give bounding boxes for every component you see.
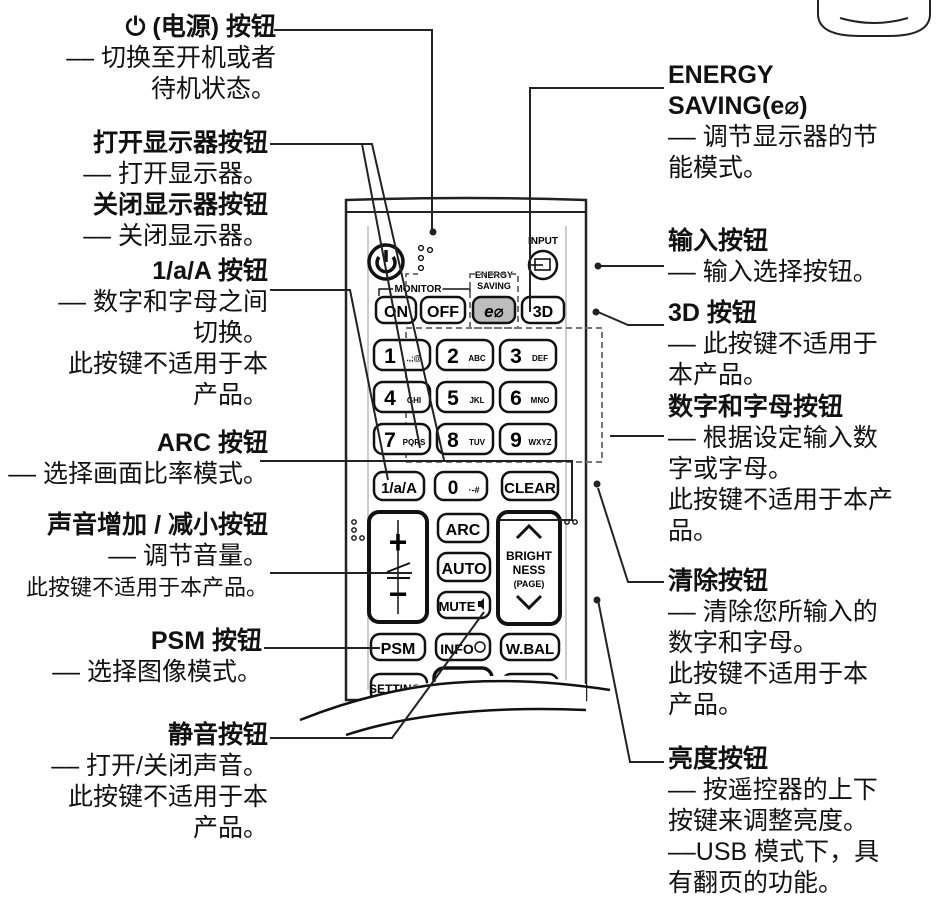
svg-text:BRIGHT: BRIGHT (506, 549, 553, 563)
number-4-digit: 4 (384, 387, 396, 410)
toggle-1aA-label: 1/a/A 按钮 –– 数字和字母之间 切换。 此按键不适用于本 产品。 (58, 257, 268, 409)
psm-button[interactable]: PSM (369, 632, 427, 662)
psm-label: PSM 按钮 –– 选择图像模式。 (52, 627, 262, 686)
brightness-label: 亮度按钮 –– 按遥控器的上下 按键来调整亮度。 ––USB 模式下，具 有翻页… (668, 745, 880, 897)
power-label-title: ⏻ (电源) 按钮 (125, 13, 276, 41)
svg-text:·-#: ·-# (469, 485, 480, 495)
number-6-button[interactable]: 6 MNO (498, 380, 558, 414)
number-2-button[interactable]: 2 ABC (435, 338, 495, 372)
cut-line (299, 679, 611, 722)
number-4-button[interactable]: 4 GHI (372, 380, 432, 414)
power-label: ⏻ (电源) 按钮 –– 切换至开机或者 待机状态。 (0, 12, 276, 105)
mute-button[interactable]: MUTE (436, 590, 492, 620)
svg-text:OFF: OFF (427, 304, 459, 321)
svg-text:NESS: NESS (513, 563, 546, 577)
number-9-letters: WXYZ (528, 438, 551, 447)
volume-down-button: − (389, 576, 408, 612)
number-1-letters: .,;@ (407, 354, 422, 363)
energy-saving-button[interactable]: e⌀ (471, 295, 517, 325)
number-8-button[interactable]: 8 TUV (435, 422, 495, 456)
svg-text:AUTO: AUTO (441, 561, 486, 578)
leader-lines (260, 29, 664, 763)
number-8-letters: TUV (469, 438, 486, 447)
monitor-off-label: 关闭显示器按钮 –– 关闭显示器。 (83, 191, 268, 250)
svg-text:e⌀: e⌀ (484, 302, 504, 321)
volume-up-button: + (389, 524, 408, 560)
number-keys-label: 数字和字母按钮 –– 根据设定输入数 字或字母。 此按键不适用于本产 品。 (668, 393, 894, 545)
volume-label: 声音增加 / 减小按钮 –– 调节音量。 此按键不适用于本产品。 (25, 511, 268, 600)
volume-rocker[interactable]: + − (367, 510, 429, 624)
arc-button[interactable]: ARC (436, 512, 490, 544)
auto-button[interactable]: AUTO (436, 551, 492, 583)
brightness-rocker[interactable]: BRIGHT NESS (PAGE) (496, 510, 562, 626)
svg-text:PSM: PSM (381, 641, 416, 658)
number-2-letters: ABC (468, 354, 486, 363)
number-7-letters: PQRS (403, 438, 426, 447)
svg-text:0: 0 (448, 478, 459, 499)
svg-text:ON: ON (384, 304, 408, 321)
info-button[interactable]: INFO (434, 632, 492, 662)
number-6-letters: MNO (531, 396, 550, 405)
number-5-digit: 5 (447, 387, 459, 410)
number-9-button[interactable]: 9 WXYZ (498, 422, 558, 456)
number-0-button[interactable]: 0 ·-# (433, 470, 489, 502)
clear-button[interactable]: CLEAR (500, 470, 560, 502)
number-3-digit: 3 (510, 345, 522, 368)
input-label: INPUT (528, 236, 558, 247)
number-5-letters: JKL (469, 396, 484, 405)
clear-label: 清除按钮 –– 清除您所输入的 数字和字母。 此按键不适用于本 产品。 (668, 567, 878, 719)
indicator-dots (417, 244, 434, 272)
energy-label-bottom: SAVING (477, 281, 511, 291)
svg-text:(PAGE): (PAGE) (514, 579, 545, 589)
monitor-label: MONITOR (394, 284, 442, 295)
white-balance-button[interactable]: W.BAL (499, 632, 561, 662)
number-3-letters: DEF (532, 354, 548, 363)
number-2-digit: 2 (447, 345, 459, 368)
svg-text:3D: 3D (533, 304, 553, 321)
number-keypad: 1 .,;@ 2 ABC 3 DEF 4 GHI 5 JKL 6 MNO 7 PQRS 8 TUV 9 WXYZ (372, 338, 558, 456)
svg-text:1/a/A: 1/a/A (381, 480, 417, 497)
input-label-text: 输入按钮 –– 输入选择按钮。 (668, 227, 878, 286)
number-6-digit: 6 (510, 387, 522, 410)
monitor-off-button[interactable]: OFF (419, 295, 467, 325)
number-7-digit: 7 (384, 429, 396, 452)
number-3-button[interactable]: 3 DEF (498, 338, 558, 372)
input-button[interactable] (527, 249, 559, 281)
3d-button[interactable]: 3D (520, 295, 566, 325)
number-8-digit: 8 (447, 429, 459, 452)
svg-text:W.BAL: W.BAL (506, 641, 554, 658)
arc-label: ARC 按钮 –– 选择画面比率模式。 (8, 429, 268, 488)
remote-top-fragment (817, 0, 931, 37)
number-4-letters: GHI (407, 396, 421, 405)
3d-label: 3D 按钮 –– 此按键不适用于 本产品。 (668, 299, 878, 389)
number-9-digit: 9 (510, 429, 522, 452)
number-1-digit: 1 (384, 345, 396, 368)
svg-text:CLEAR: CLEAR (504, 480, 556, 497)
monitor-on-label: 打开显示器按钮 –– 打开显示器。 (83, 129, 268, 188)
mute-label: 静音按钮 –– 打开/关闭声音。 此按键不适用于本 产品。 (51, 721, 268, 842)
monitor-on-button[interactable]: ON (374, 295, 418, 325)
energy-saving-label: ENERGY SAVING(e⌀) –– 调节显示器的节 能模式。 (668, 61, 878, 182)
toggle-1aA-button[interactable]: 1/a/A (372, 470, 426, 502)
number-5-button[interactable]: 5 JKL (435, 380, 495, 414)
svg-text:MUTE: MUTE (439, 599, 476, 614)
svg-text:ARC: ARC (446, 522, 481, 539)
